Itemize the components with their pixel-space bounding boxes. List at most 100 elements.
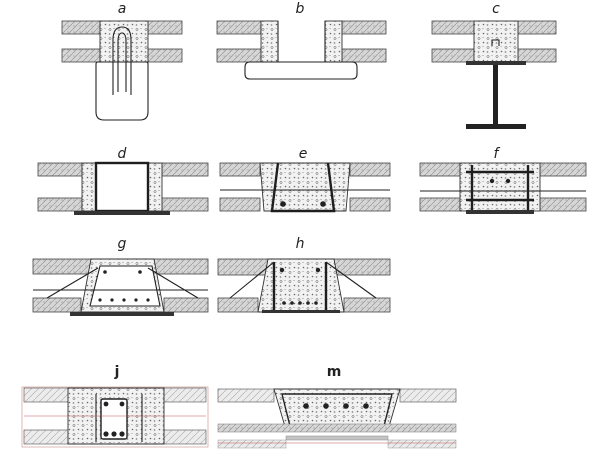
joint-detail-g: g (32, 236, 209, 316)
rebar-g-6 (134, 298, 138, 302)
slab-top-left-c (431, 20, 475, 35)
slab-top-left-j (23, 387, 69, 403)
slab-bottom-left-h (217, 297, 259, 313)
slab-top-left-b (216, 20, 262, 35)
slab-top-right-m (399, 388, 457, 403)
stud-c (491, 39, 500, 46)
panel-label-g: g (118, 236, 127, 252)
ceiling-layer-m (217, 423, 457, 433)
slab-bottom-right-g (163, 297, 209, 313)
bottom-layer-left-m (217, 439, 287, 449)
void-edges-b (277, 21, 326, 62)
slab-bottom-left-d (37, 197, 83, 212)
joint-detail-m: m (217, 364, 457, 449)
joint-detail-f: f (419, 146, 587, 214)
steel-i-beam-flange-c (466, 124, 526, 129)
panel-label-c: c (492, 1, 500, 17)
joint-detail-a: a (61, 1, 183, 121)
rebar-f-2 (505, 178, 511, 184)
rebar-j-1 (103, 401, 109, 407)
slab-top-right-d (161, 162, 209, 177)
rebar-g-3 (98, 298, 102, 302)
slab-bottom-right-c (517, 48, 557, 63)
joint-detail-b: b (216, 1, 387, 80)
slab-top-right-h (333, 258, 391, 276)
precast-beam-b (244, 61, 358, 80)
slab-top-right-j (163, 387, 207, 403)
panel-label-d: d (118, 146, 127, 162)
slab-bottom-right-d (161, 197, 209, 212)
slab-top-left-m (217, 388, 275, 403)
joint-detail-h: h (217, 236, 391, 313)
slab-bottom-right-j (163, 429, 207, 445)
rebar-j-5 (119, 431, 125, 437)
bottom-plate-d (74, 211, 170, 215)
slab-top-right-b (341, 20, 387, 35)
joint-concrete-c (473, 20, 519, 63)
beam-sides-j (95, 394, 143, 442)
slab-bottom-right-h (343, 297, 391, 313)
slab-top-left-f (419, 162, 461, 177)
steel-i-beam-web-c (493, 65, 498, 125)
steel-plate-c (466, 61, 526, 65)
bottom-plate-m (285, 435, 389, 441)
panel-label-b: b (296, 1, 305, 17)
box-section-d (94, 161, 150, 213)
slab-top-left-e (219, 162, 261, 177)
slab-bottom-left-a (61, 48, 101, 63)
joint-detail-c: c (431, 1, 557, 129)
rebar-f-1 (489, 178, 495, 184)
joint-detail-e: e (219, 146, 391, 213)
loop-bar-inner-a (117, 32, 127, 92)
slab-top-left-d (37, 162, 83, 177)
slab-top-left-g (32, 258, 92, 275)
rebar-h-top-2 (315, 267, 321, 273)
slab-bottom-right-b (341, 48, 387, 63)
panel-label-j: j (114, 364, 120, 380)
slab-bottom-left-b (216, 48, 262, 63)
rebar-g-4 (110, 298, 114, 302)
rebar-g-5 (122, 298, 126, 302)
joint-concrete-right-d (147, 162, 163, 212)
rebar-m-1 (303, 403, 309, 409)
steel-channel-e (270, 162, 336, 213)
steel-sides-h (272, 262, 328, 310)
panel-label-h: h (296, 236, 305, 252)
rebar-e-1 (280, 201, 286, 207)
joint-detail-d: d (37, 146, 209, 215)
rebar-j-3 (103, 431, 109, 437)
rebar-h-1 (282, 301, 286, 305)
stirrup-j (100, 398, 128, 440)
rebar-h-top-1 (279, 267, 285, 273)
bottom-plate-f (466, 210, 534, 214)
rebar-j-2 (119, 401, 125, 407)
slab-bottom-left-e (219, 197, 261, 212)
rebar-e-2 (320, 201, 326, 207)
bottom-plate-g (70, 312, 174, 316)
rebar-g-7 (146, 298, 150, 302)
slab-top-right-f (539, 162, 587, 177)
slab-bottom-right-a (147, 48, 183, 63)
loop-bar-outer-a (112, 26, 132, 95)
bottom-layer-right-m (387, 439, 457, 449)
slab-bottom-right-f (539, 197, 587, 212)
panel-label-e: e (299, 146, 308, 162)
bottom-plate-h (262, 310, 340, 313)
rebar-m-3 (343, 403, 349, 409)
joint-concrete-left-d (81, 162, 97, 212)
slab-top-right-c (517, 20, 557, 35)
precast-beam-a (95, 61, 149, 121)
steel-frame-f (466, 165, 534, 210)
slab-bottom-left-f (419, 197, 461, 212)
slab-bottom-left-c (431, 48, 475, 63)
panel-label-m: m (327, 364, 342, 380)
rebar-m-2 (323, 403, 329, 409)
precast-trapezoid-g (89, 265, 161, 307)
slab-top-right-e (349, 162, 391, 177)
slab-top-right-a (147, 20, 183, 35)
joint-concrete-h (257, 258, 345, 313)
outline-frame-j (21, 386, 209, 448)
rebar-m-4 (363, 403, 369, 409)
rebar-h-5 (314, 301, 318, 305)
